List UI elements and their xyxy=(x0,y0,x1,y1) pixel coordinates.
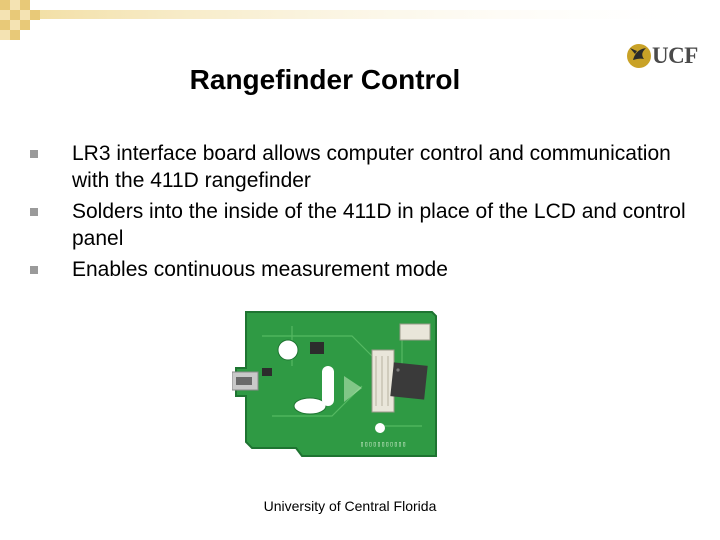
corner-checker-pattern xyxy=(0,0,720,40)
ucf-logo: UCF xyxy=(626,40,706,74)
bullet-item: Solders into the inside of the 411D in p… xyxy=(30,198,698,252)
bullet-item: Enables continuous measurement mode xyxy=(30,256,698,283)
logo-text: UCF xyxy=(652,43,698,68)
bullet-text: Solders into the inside of the 411D in p… xyxy=(72,200,686,250)
slide-title: Rangefinder Control xyxy=(189,64,461,95)
lr3-board-photo: ▯▯▯▯▯▯▯▯▯▯▯ xyxy=(232,311,437,457)
square-bullet-icon xyxy=(30,208,38,216)
bullet-item: LR3 interface board allows computer cont… xyxy=(30,140,698,194)
square-bullet-icon xyxy=(30,266,38,274)
square-bullet-icon xyxy=(30,150,38,158)
pegasus-logo-icon xyxy=(627,44,651,68)
bullet-list: LR3 interface board allows computer cont… xyxy=(30,140,698,283)
bullet-text: Enables continuous measurement mode xyxy=(72,258,448,281)
bullet-text: LR3 interface board allows computer cont… xyxy=(72,142,671,192)
footer-text: University of Central Florida xyxy=(263,498,437,514)
svg-text:▯▯▯▯▯▯▯▯▯▯▯: ▯▯▯▯▯▯▯▯▯▯▯ xyxy=(360,441,406,449)
